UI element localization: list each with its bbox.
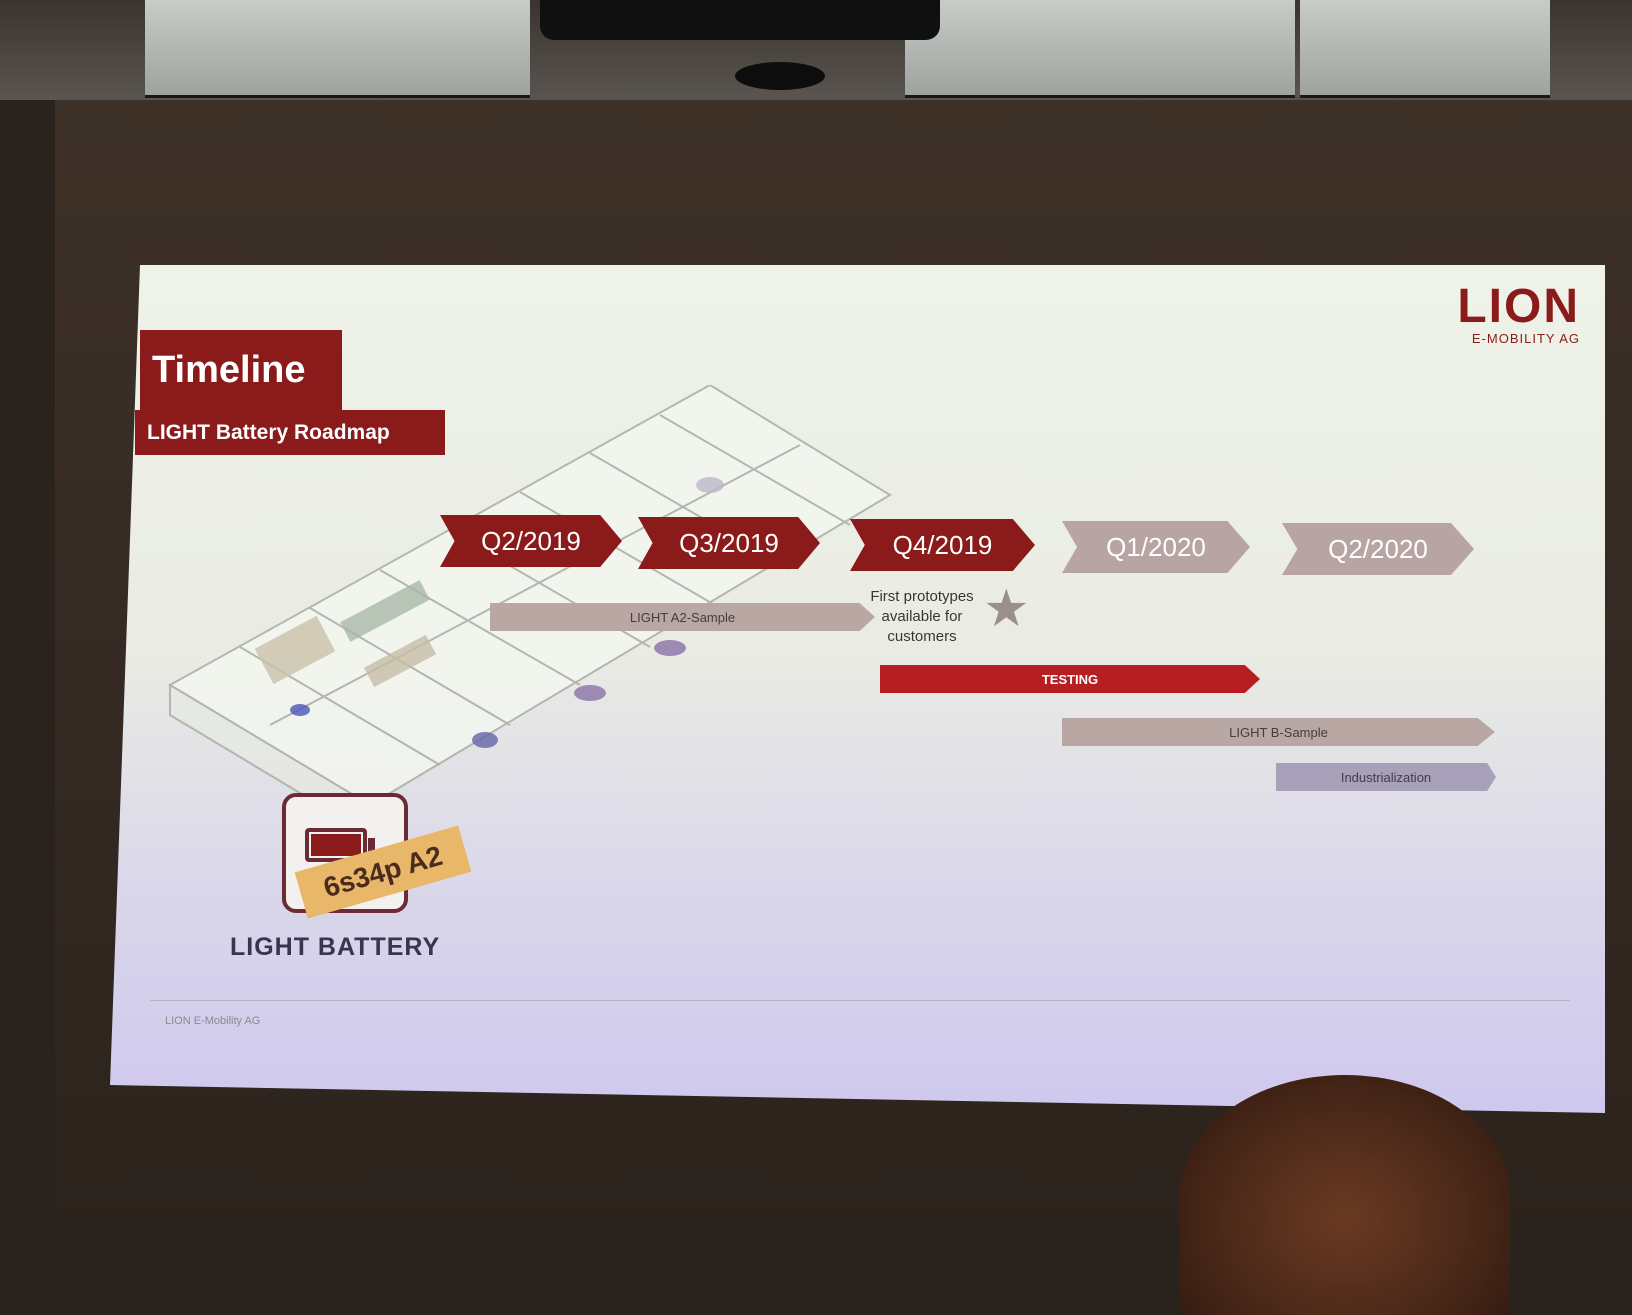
quarter-chevron: Q2/2019	[440, 515, 622, 567]
product-label: LIGHT BATTERY	[230, 933, 441, 961]
projected-slide: Timeline LIGHT Battery Roadmap LION E-MO…	[110, 265, 1605, 1113]
milestone-line: available for	[881, 608, 963, 625]
slide-title: Timeline	[140, 330, 342, 410]
milestone-line: First prototypes	[870, 588, 974, 605]
audience-head	[1180, 1075, 1510, 1315]
battery-icon-terminal	[368, 838, 375, 852]
ceiling-panel	[1300, 0, 1550, 98]
company-logo: LION E-MOBILITY AG	[1457, 280, 1580, 347]
quarter-chevron: Q3/2019	[638, 517, 820, 569]
industrialization-bar: Industrialization	[1276, 763, 1496, 791]
projector-lens	[735, 62, 825, 90]
star-icon: ★	[983, 580, 1030, 638]
quarter-chevron: Q1/2020	[1062, 521, 1250, 573]
ceiling-panel	[905, 0, 1295, 98]
projector	[540, 0, 940, 40]
logo-subtitle: E-MOBILITY AG	[1471, 331, 1580, 346]
quarter-chevron: Q4/2019	[850, 519, 1035, 571]
quarter-chevron: Q2/2020	[1282, 523, 1474, 575]
footer-company: LION E-Mobility AG	[165, 1015, 261, 1027]
a2-sample-bar: LIGHT A2-Sample	[490, 603, 875, 631]
testing-bar: TESTING	[880, 665, 1260, 693]
slide-subtitle: LIGHT Battery Roadmap	[135, 410, 445, 455]
battery-pack-drawing	[168, 385, 892, 837]
milestone-note: First prototypes available for customers	[862, 587, 982, 647]
b-sample-bar: LIGHT B-Sample	[1062, 718, 1495, 746]
milestone-line: customers	[887, 628, 957, 645]
ceiling-panel	[145, 0, 530, 98]
logo-wordmark: LION	[1457, 280, 1580, 333]
battery-icon-fill	[311, 834, 361, 856]
footer-divider	[150, 1000, 1570, 1001]
